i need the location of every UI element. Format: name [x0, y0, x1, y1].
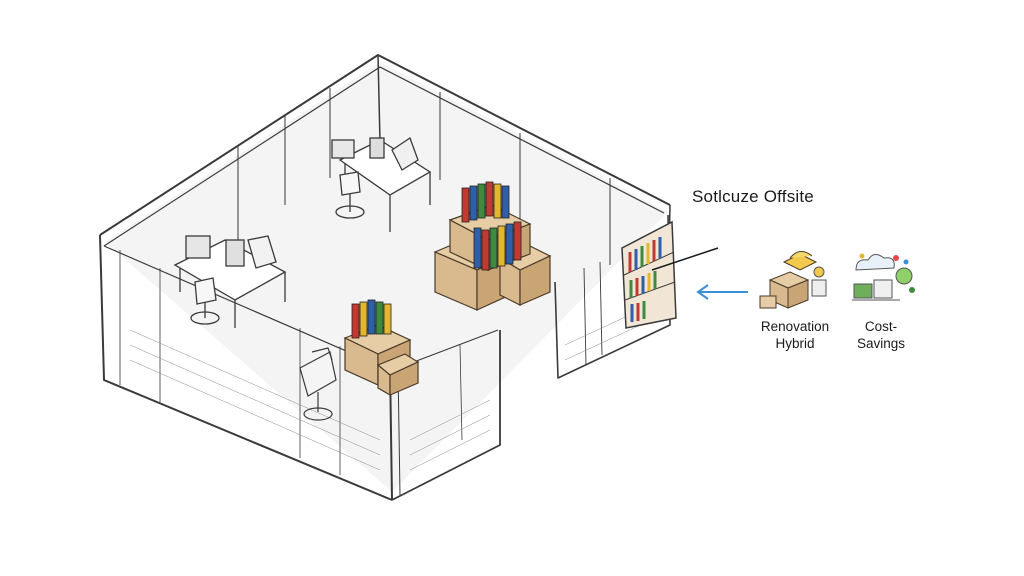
boxes-and-folders-icon [759, 251, 827, 309]
headline-label: Sotlcuze Offsite [692, 187, 814, 206]
chair-front [299, 347, 337, 421]
desk-back [331, 137, 432, 232]
box-stack-front [343, 299, 420, 397]
renovation-label-line1: Renovation [760, 319, 830, 334]
box-stack-main [433, 181, 552, 311]
cost-savings-label-line1: Cost- [864, 319, 898, 334]
renovation-label-line2: Hybrid [775, 336, 815, 351]
cost-savings-label-line2: Savings [856, 336, 906, 351]
filing-shelf [621, 220, 719, 329]
desk-left [173, 235, 287, 328]
room-floor [105, 62, 668, 492]
arrow-left-icon [696, 284, 748, 300]
cloud-and-savings-icon [852, 253, 915, 301]
